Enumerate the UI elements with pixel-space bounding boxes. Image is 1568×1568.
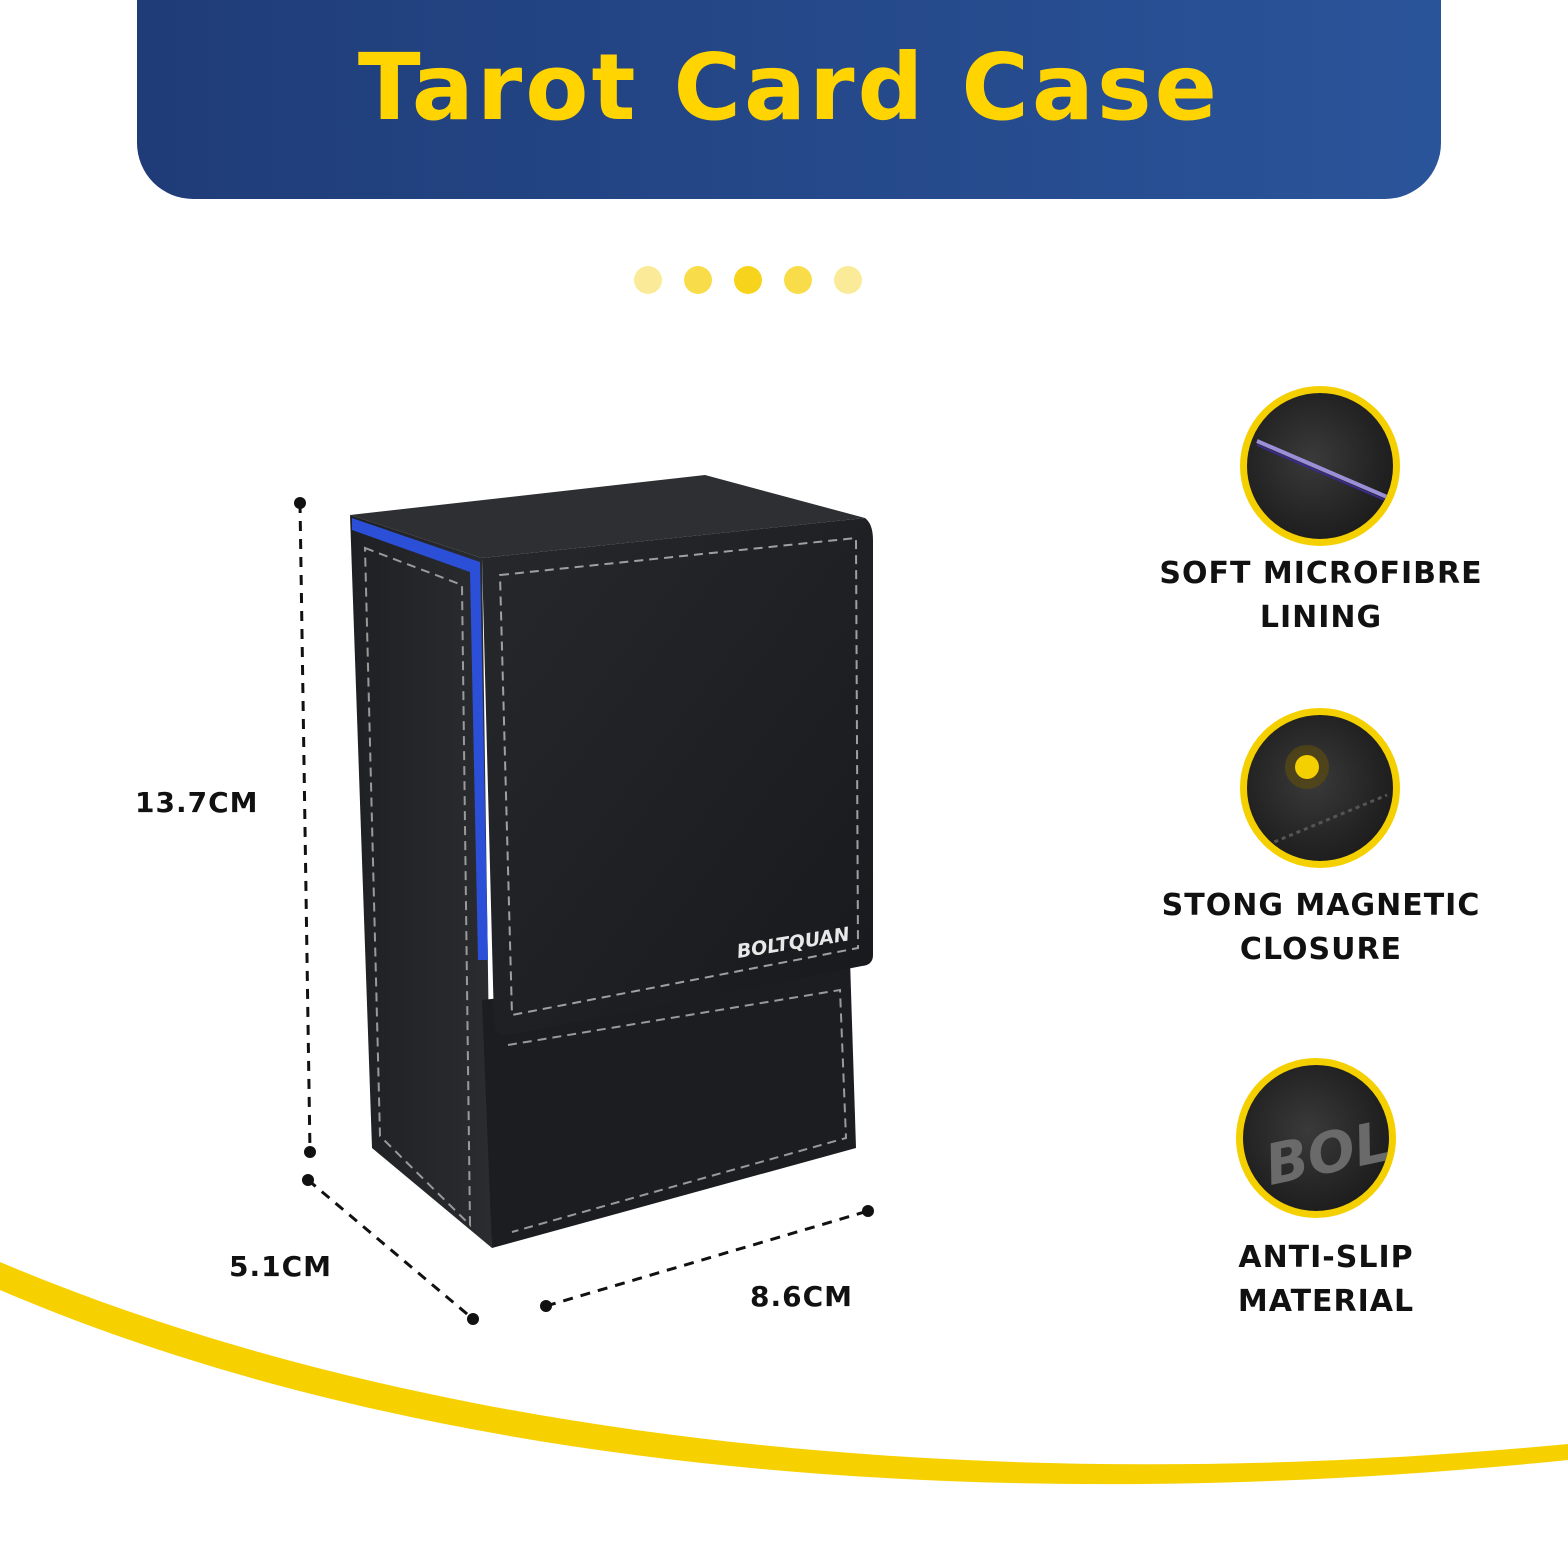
case-top — [350, 475, 865, 558]
feature-line1: SOFT MICROFIBRE — [1159, 556, 1483, 591]
microfibre-lining-thumbnail — [1240, 386, 1400, 546]
feature-line2: LINING — [1259, 600, 1383, 635]
case-side — [350, 515, 492, 1248]
magnetic-closure-thumbnail — [1240, 708, 1400, 868]
width-label: 8.6CM — [750, 1280, 854, 1313]
feature-anti-slip-label: ANTI-SLIP MATERIAL — [1136, 1236, 1516, 1324]
yellow-swoosh — [0, 1262, 1568, 1485]
dot — [684, 266, 712, 294]
header-banner: Tarot Card Case — [137, 0, 1441, 199]
dot — [834, 266, 862, 294]
brand-emboss-icon: BOL — [1260, 1109, 1389, 1199]
case-front-lower — [482, 960, 856, 1248]
dot — [634, 266, 662, 294]
feature-line2: CLOSURE — [1239, 932, 1403, 967]
dots-indicator — [632, 266, 872, 298]
anti-slip-thumbnail: BOL — [1236, 1058, 1396, 1218]
dot — [784, 266, 812, 294]
height-dimension-line — [298, 502, 312, 1153]
lid-stitch — [498, 536, 860, 1017]
depth-label: 5.1CM — [229, 1250, 333, 1283]
lining-stripe-icon — [1256, 439, 1388, 502]
page-title: Tarot Card Case — [357, 34, 1221, 141]
dot — [734, 266, 762, 294]
feature-magnetic-label: STONG MAGNETIC CLOSURE — [1131, 884, 1511, 972]
magnet-icon — [1266, 745, 1388, 847]
feature-line1: ANTI-SLIP — [1238, 1240, 1414, 1275]
height-label: 13.7CM — [135, 786, 259, 819]
width-dimension-line — [545, 1209, 869, 1308]
feature-line2: MATERIAL — [1237, 1284, 1415, 1319]
feature-microfibre-label: SOFT MICROFIBRE LINING — [1131, 552, 1511, 640]
lining-edge — [352, 518, 488, 960]
side-stitch — [363, 546, 472, 1228]
case-lid-front — [482, 518, 873, 1036]
feature-line1: STONG MAGNETIC — [1161, 888, 1481, 923]
lower-stitch — [507, 988, 848, 1233]
svg-text:BOL: BOL — [1260, 1109, 1389, 1199]
